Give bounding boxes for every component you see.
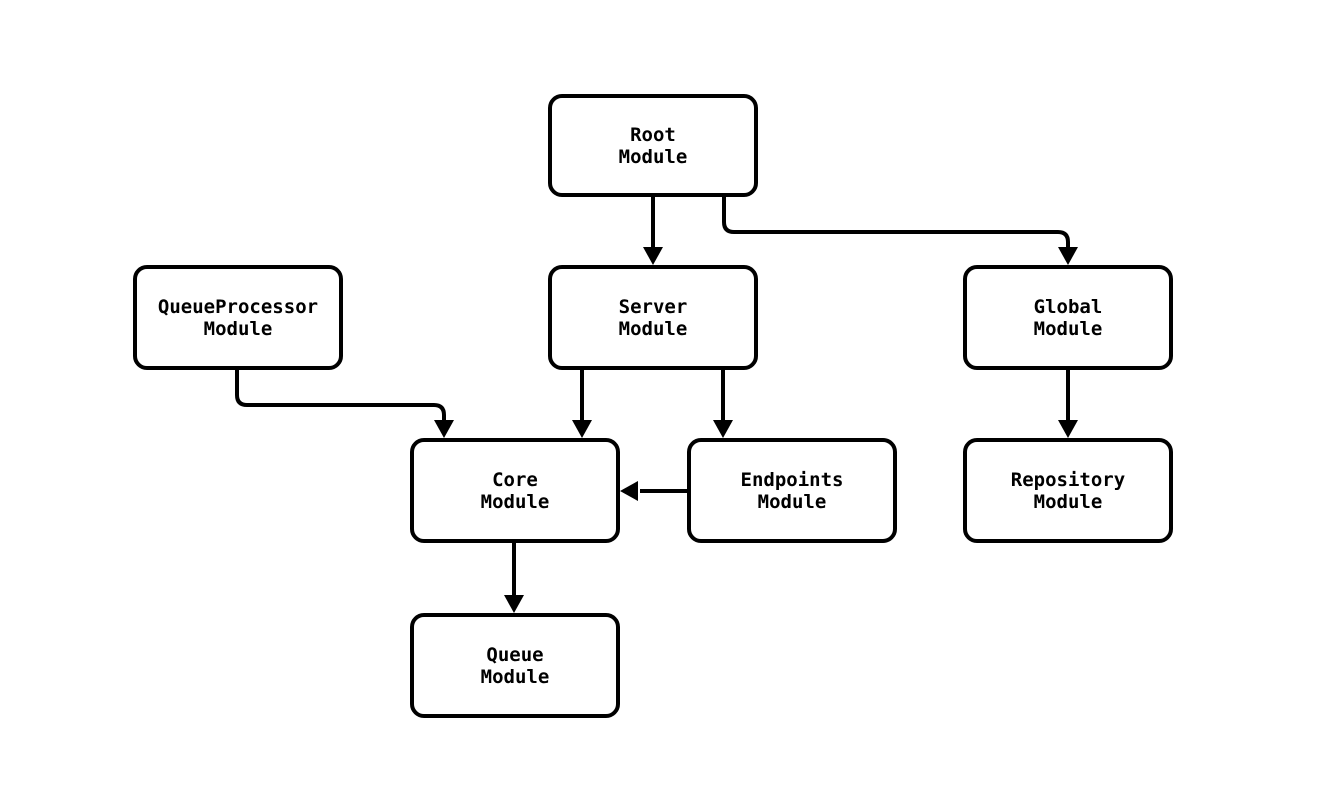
edge-root-to-global-arrowhead bbox=[1058, 247, 1078, 265]
edge-endpoints-to-core-arrowhead bbox=[620, 481, 638, 501]
root-module-node-label-line2: Module bbox=[618, 145, 688, 168]
edge-core-to-queue-arrowhead bbox=[504, 595, 524, 613]
edge-global-to-repository-arrowhead bbox=[1058, 420, 1078, 438]
queueprocessor-module-node-label-line1: QueueProcessor bbox=[157, 295, 319, 318]
endpoints-module-node-label-line2: Module bbox=[757, 490, 827, 513]
edge-root-to-global bbox=[722, 197, 1070, 248]
repository-module-node-label-line2: Module bbox=[1033, 490, 1103, 513]
endpoints-module-node-label-line1: Endpoints bbox=[740, 468, 844, 491]
edge-server-to-core-arrowhead bbox=[572, 420, 592, 438]
core-module-node-label-line1: Core bbox=[492, 468, 538, 491]
global-module-node-label-line2: Module bbox=[1033, 317, 1103, 340]
server-module-node-label-line2: Module bbox=[618, 317, 688, 340]
queueprocessor-module-node-label-line2: Module bbox=[203, 317, 273, 340]
edge-queueprocessor-to-core-arrowhead bbox=[434, 420, 454, 438]
edge-server-to-endpoints-arrowhead bbox=[713, 420, 733, 438]
edge-queueprocessor-to-core bbox=[235, 370, 446, 421]
root-module-node-label-line1: Root bbox=[630, 123, 676, 146]
global-module-node-label-line1: Global bbox=[1033, 295, 1103, 318]
edge-root-to-server-arrowhead bbox=[643, 247, 663, 265]
repository-module-node-label-line1: Repository bbox=[1010, 468, 1126, 491]
queue-module-node-label-line2: Module bbox=[480, 665, 550, 688]
core-module-node-label-line2: Module bbox=[480, 490, 550, 513]
server-module-node-label-line1: Server bbox=[618, 295, 688, 318]
queue-module-node-label-line1: Queue bbox=[486, 643, 544, 666]
